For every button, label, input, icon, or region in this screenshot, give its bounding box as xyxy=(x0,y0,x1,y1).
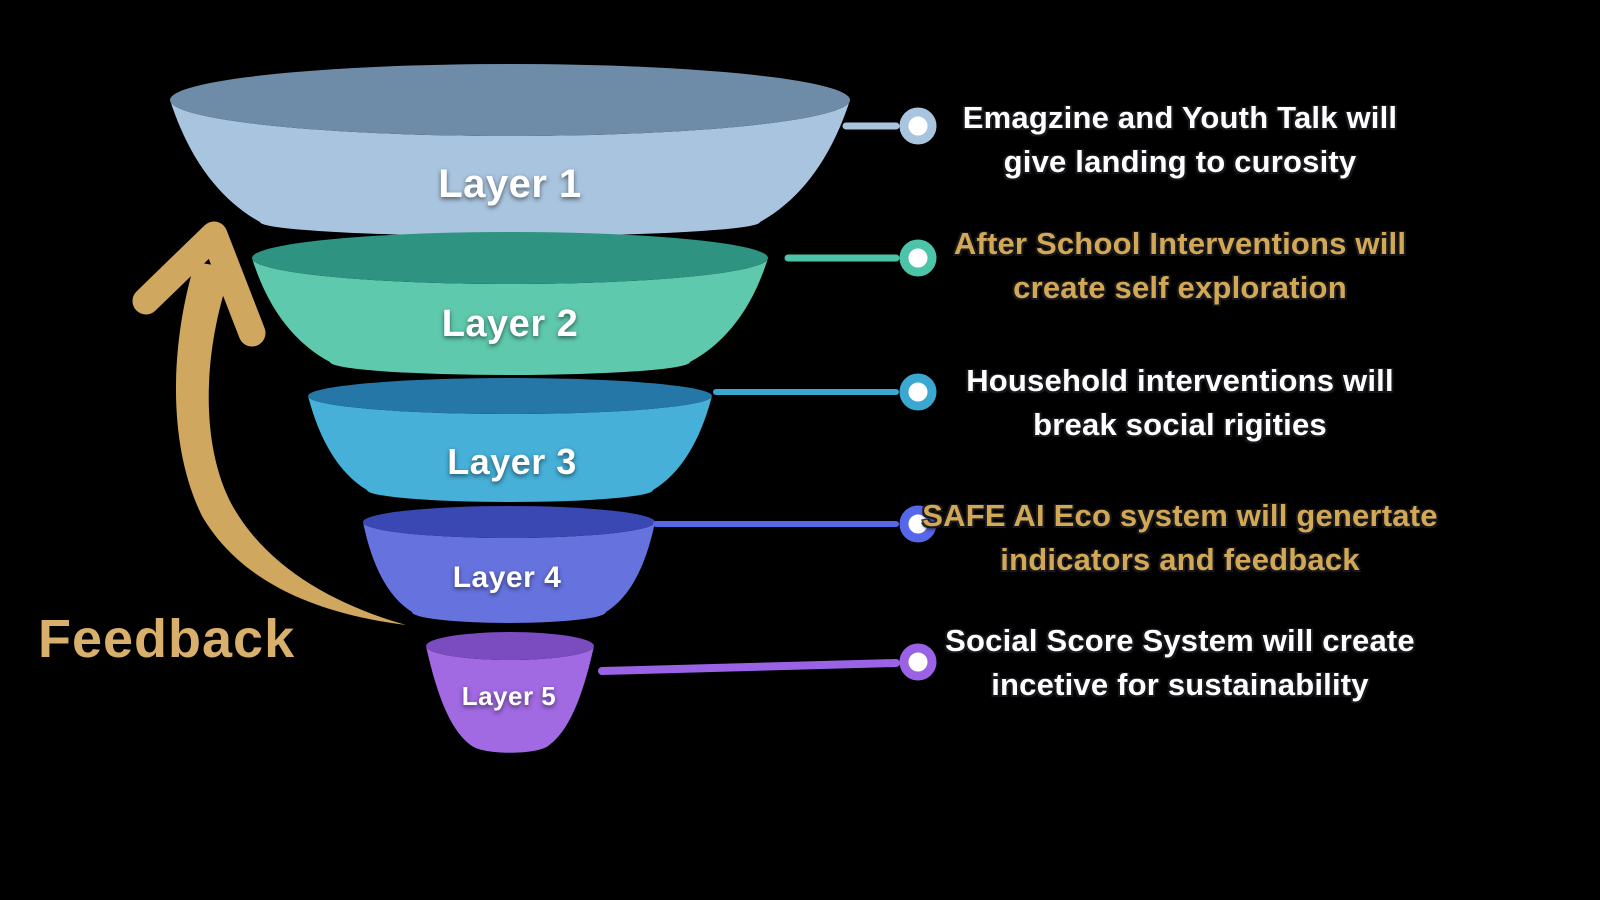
funnel-layer-3 xyxy=(308,378,712,502)
funnel-layer-3-top xyxy=(308,378,712,414)
annotation-2: After School Interventions will create s… xyxy=(868,222,1492,310)
feedback-arrow xyxy=(132,221,406,625)
layer-4-label: Layer 4 xyxy=(452,561,562,594)
connector-dot-1 xyxy=(899,107,937,145)
annotation-5-line-1: Social Score System will create xyxy=(945,623,1415,658)
feedback-arrow-head xyxy=(132,221,266,347)
connectors xyxy=(598,107,937,681)
funnel-layer-2-top xyxy=(252,232,768,284)
annotation-5-line-2: incetive for sustainability xyxy=(991,667,1369,702)
annotation-3: Household interventions will break socia… xyxy=(868,359,1492,447)
funnel-layer-5 xyxy=(426,632,594,753)
annotation-4: SAFE AI Eco system will genertate indica… xyxy=(868,494,1492,582)
annotation-1-line-2: give landing to curosity xyxy=(1003,144,1357,179)
funnel-layer-3-body xyxy=(308,396,712,502)
annotation-4-line-1: SAFE AI Eco system will genertate xyxy=(922,498,1438,533)
annotation-1-line-1: Emagzine and Youth Talk will xyxy=(962,100,1398,135)
connector-dot-3 xyxy=(899,373,937,411)
connector-dot-4 xyxy=(899,505,937,543)
funnel-layer-5-top xyxy=(426,632,594,660)
funnel-layer-4-top xyxy=(363,506,655,538)
funnel-layer-5-body xyxy=(426,646,594,753)
annotation-4-line-2: indicators and feedback xyxy=(1000,542,1360,577)
funnel-layer-2-body xyxy=(252,258,768,375)
layer-5-label: Layer 5 xyxy=(461,681,557,711)
annotation-3-line-2: break social rigities xyxy=(1033,407,1327,442)
feedback-label: Feedback xyxy=(38,609,296,669)
funnel-layer-1 xyxy=(170,64,850,236)
annotation-2-line-1: After School Interventions will xyxy=(953,226,1407,261)
connector-dot-5 xyxy=(899,643,937,681)
funnel-layer-1-top xyxy=(170,64,850,136)
annotation-1: Emagzine and Youth Talk will give landin… xyxy=(868,96,1492,184)
feedback-arrow-tail xyxy=(175,262,406,625)
funnel-layer-4 xyxy=(363,506,655,623)
layer-3-label: Layer 3 xyxy=(447,441,577,482)
layer-2-label: Layer 2 xyxy=(441,303,579,345)
funnel-layer-1-body xyxy=(170,100,850,236)
layer-1-label: Layer 1 xyxy=(438,162,582,206)
annotation-2-line-2: create self exploration xyxy=(1013,270,1347,305)
funnel-layer-2 xyxy=(252,232,768,375)
annotation-3-line-1: Household interventions will xyxy=(966,363,1394,398)
annotation-5: Social Score System will create incetive… xyxy=(868,619,1492,707)
funnel-layer-4-body xyxy=(363,522,655,623)
connector-line-5 xyxy=(598,659,900,675)
connector-dot-2 xyxy=(899,239,937,277)
